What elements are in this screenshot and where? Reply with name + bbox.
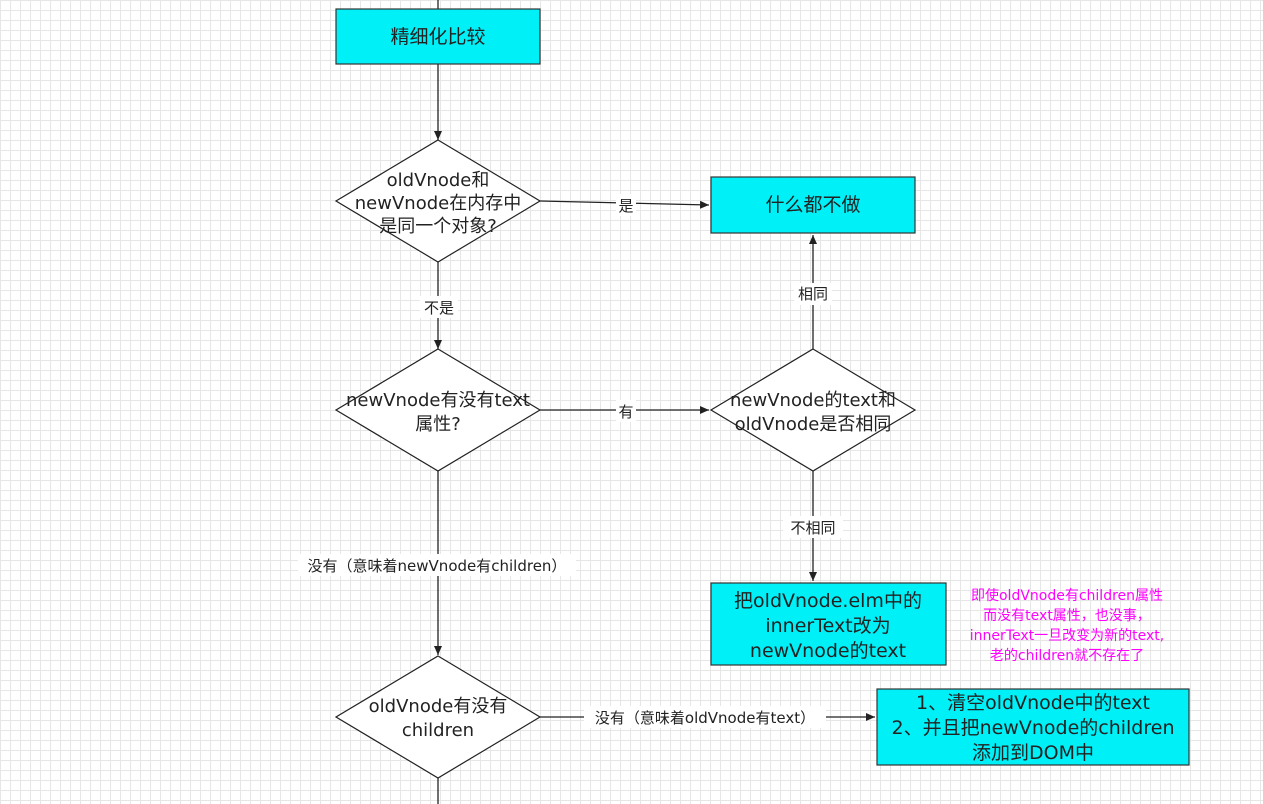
- node-set-inner-text-line-3: newVnode的text: [750, 640, 906, 662]
- node-clear-and-add-line-1: 1、清空oldVnode中的text: [916, 692, 1150, 714]
- decision-same-object-line-2: newVnode在内存中: [355, 193, 521, 214]
- note-line-3: innerText一旦改变为新的text,: [970, 628, 1164, 644]
- decision-has-text-line-1: newVnode有没有text: [346, 390, 530, 411]
- note-line-4: 老的children就不存在了: [990, 648, 1144, 664]
- node-clear-and-add: 1、清空oldVnode中的text 2、并且把newVnode的childre…: [876, 688, 1190, 766]
- node-clear-and-add-line-3: 添加到DOM中: [972, 742, 1094, 764]
- node-refine: 精细化比较: [335, 8, 541, 65]
- decision-old-children-line-2: children: [402, 720, 474, 741]
- node-set-inner-text: 把oldVnode.elm中的 innerText改为 newVnode的tex…: [710, 582, 947, 666]
- note-line-1: 即使oldVnode有children属性: [971, 587, 1163, 604]
- decision-old-children-line-1: oldVnode有没有: [369, 696, 508, 717]
- node-do-nothing-label: 什么都不做: [765, 194, 860, 216]
- edge-label-has: 有: [618, 403, 633, 421]
- edge-label-same: 相同: [798, 285, 828, 303]
- edge-label-not-same: 不相同: [790, 519, 835, 537]
- node-set-inner-text-line-2: innerText改为: [765, 615, 890, 637]
- decision-same-object: oldVnode和 newVnode在内存中 是同一个对象?: [334, 139, 542, 263]
- annotation-note: 即使oldVnode有children属性 而没有text属性，也没事， inn…: [970, 587, 1164, 664]
- node-do-nothing: 什么都不做: [710, 176, 916, 234]
- edge-label-no-has-text: 没有（意味着oldVnode有text）: [595, 709, 815, 727]
- decision-text-same-line-1: newVnode的text和: [730, 390, 896, 411]
- edge-label-not: 不是: [424, 299, 454, 317]
- note-line-2: 而没有text属性，也没事，: [983, 608, 1151, 624]
- edge-label-yes: 是: [618, 197, 633, 215]
- decision-text-same-line-2: oldVnode是否相同: [735, 414, 892, 435]
- edge-label-no-has-children: 没有（意味着newVnode有children）: [308, 557, 567, 575]
- decision-same-object-line-1: oldVnode和: [387, 170, 490, 191]
- decision-has-text: newVnode有没有text 属性?: [334, 348, 542, 472]
- decision-same-object-line-3: 是同一个对象?: [379, 216, 497, 237]
- node-clear-and-add-line-2: 2、并且把newVnode的children: [891, 717, 1174, 739]
- node-refine-label: 精细化比较: [390, 26, 485, 48]
- decision-text-same: newVnode的text和 oldVnode是否相同: [709, 348, 917, 472]
- decision-old-children: oldVnode有没有 children: [334, 655, 542, 779]
- node-set-inner-text-line-1: 把oldVnode.elm中的: [734, 590, 922, 612]
- edge-labels: 是 不是 有 相同 不相同 没有（意味着newVnode有children） 没…: [298, 194, 843, 728]
- decision-has-text-line-2: 属性?: [415, 414, 461, 435]
